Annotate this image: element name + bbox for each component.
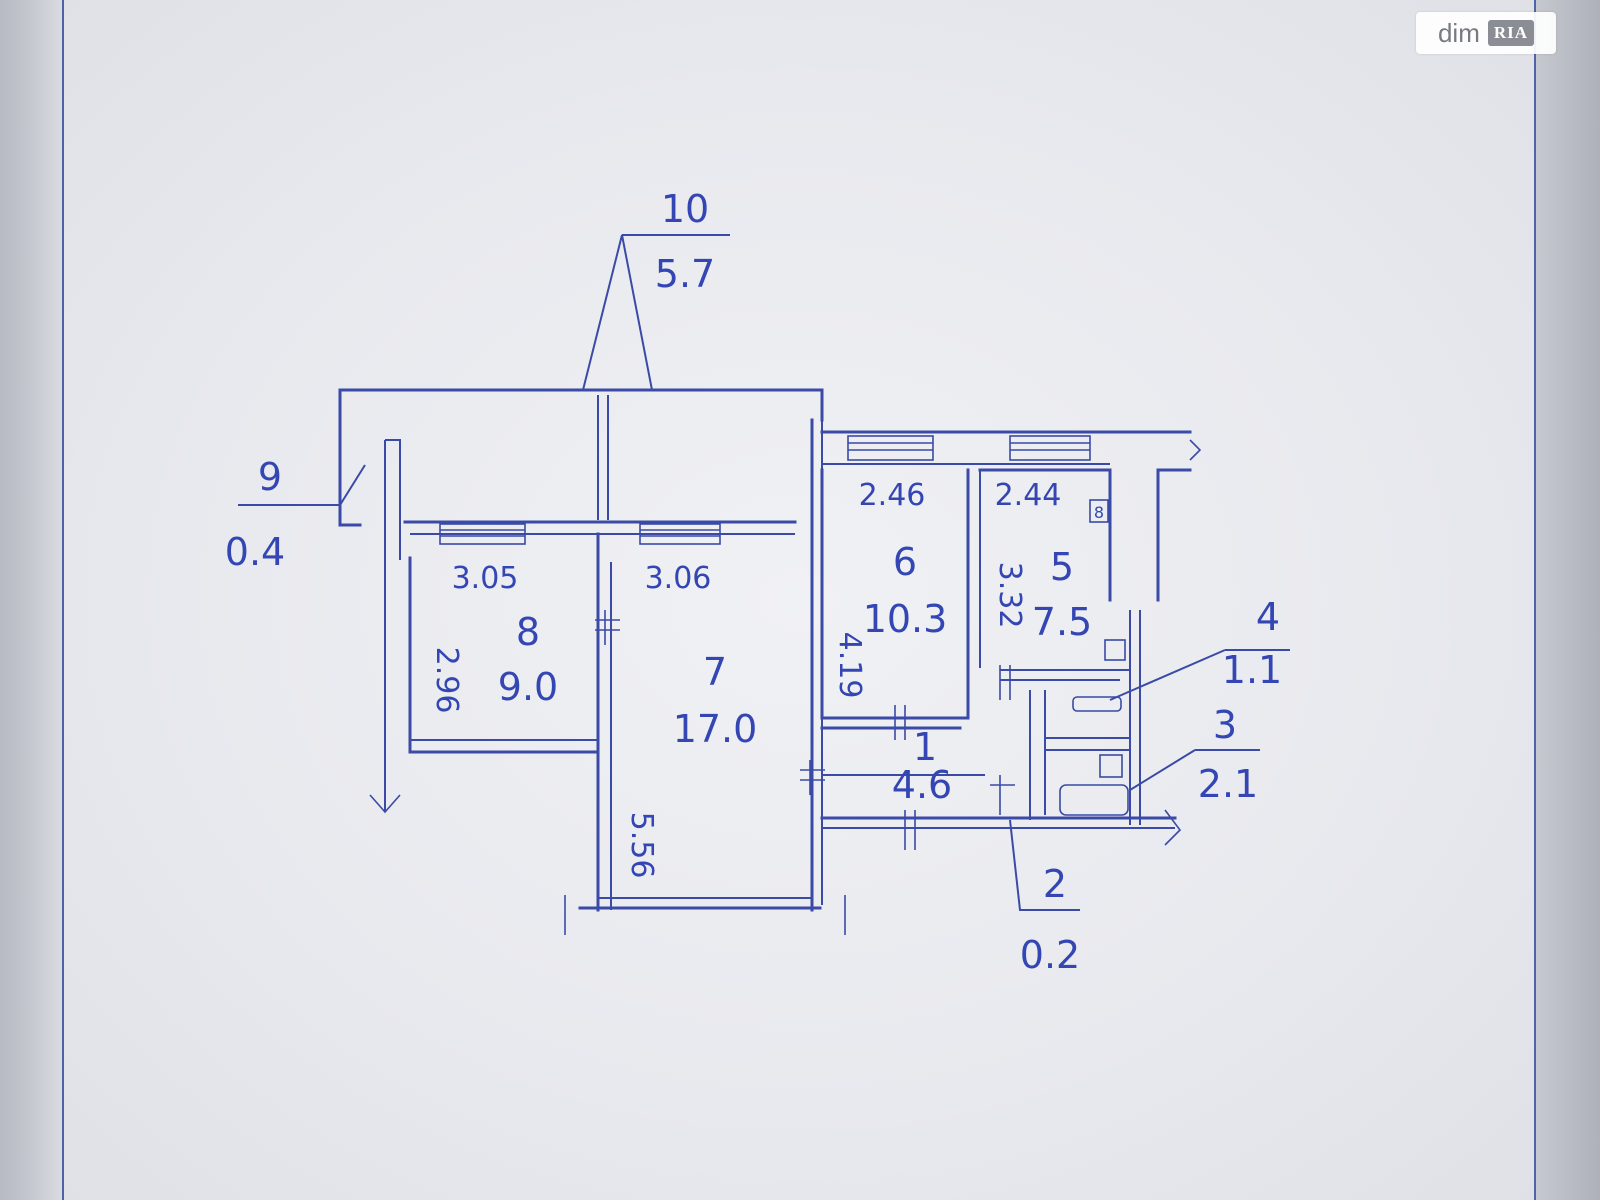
room-2-number: 2: [1043, 862, 1067, 906]
fixtures: 8: [1059, 499, 1129, 816]
dim-room6-width: 2.46: [859, 478, 926, 513]
room-2-area: 0.2: [1020, 933, 1080, 977]
paper-sheet: [62, 0, 1536, 1200]
stove-label: 8: [1094, 503, 1104, 522]
dim-room7-length: 5.56: [624, 812, 659, 879]
dim-room8-width: 3.05: [452, 561, 519, 596]
room-4-area: 1.1: [1222, 648, 1282, 692]
sink-icon: [1104, 639, 1126, 661]
room-10-number: 10: [661, 187, 709, 231]
room-6-area: 10.3: [863, 597, 948, 641]
dim-room5-length: 3.32: [992, 562, 1027, 629]
room-6-number: 6: [893, 540, 917, 584]
room-10-area: 5.7: [655, 252, 715, 296]
leaders: [238, 464, 1290, 911]
room-7-area: 17.0: [673, 707, 758, 751]
room-9-area: 0.4: [225, 530, 285, 574]
room-1-area: 4.6: [892, 763, 952, 807]
room-5-area: 7.5: [1032, 600, 1092, 644]
dim-room5-width: 2.44: [995, 478, 1062, 513]
room-8-number: 8: [516, 610, 540, 654]
room-7-number: 7: [703, 650, 727, 694]
ria-logo: RIA: [1487, 20, 1535, 46]
room-labels: 10 5.7 9 0.4 8 9.0 7 17.0 6 10.3 5 7.5 4…: [225, 187, 1282, 977]
room-8-area: 9.0: [498, 665, 558, 709]
dim-room8-length: 2.96: [429, 647, 464, 714]
room-1-number: 1: [913, 725, 937, 769]
bathtub-icon: [1059, 784, 1129, 816]
room-3-number: 3: [1213, 703, 1237, 747]
dimension-labels: 3.05 3.06 2.46 2.44 2.96 5.56 4.19 3.32: [429, 478, 1061, 878]
room-5-number: 5: [1050, 545, 1074, 589]
dim-room7-width: 3.06: [645, 561, 712, 596]
walls: [338, 388, 1192, 912]
room-10-leader: [582, 234, 730, 391]
toilet-icon: [1072, 696, 1122, 712]
washbasin-icon: [1099, 754, 1123, 778]
dim-ria-watermark: dim RIA: [1416, 12, 1556, 54]
watermark-site: dim: [1437, 17, 1480, 48]
windows: [439, 435, 1091, 545]
room-4-number: 4: [1256, 595, 1280, 639]
dim-room6-length: 4.19: [832, 632, 867, 699]
room-3-area: 2.1: [1198, 762, 1258, 806]
dimension-ticks: [369, 439, 1202, 935]
stove-symbol: [1089, 499, 1109, 523]
room-9-number: 9: [258, 455, 282, 499]
